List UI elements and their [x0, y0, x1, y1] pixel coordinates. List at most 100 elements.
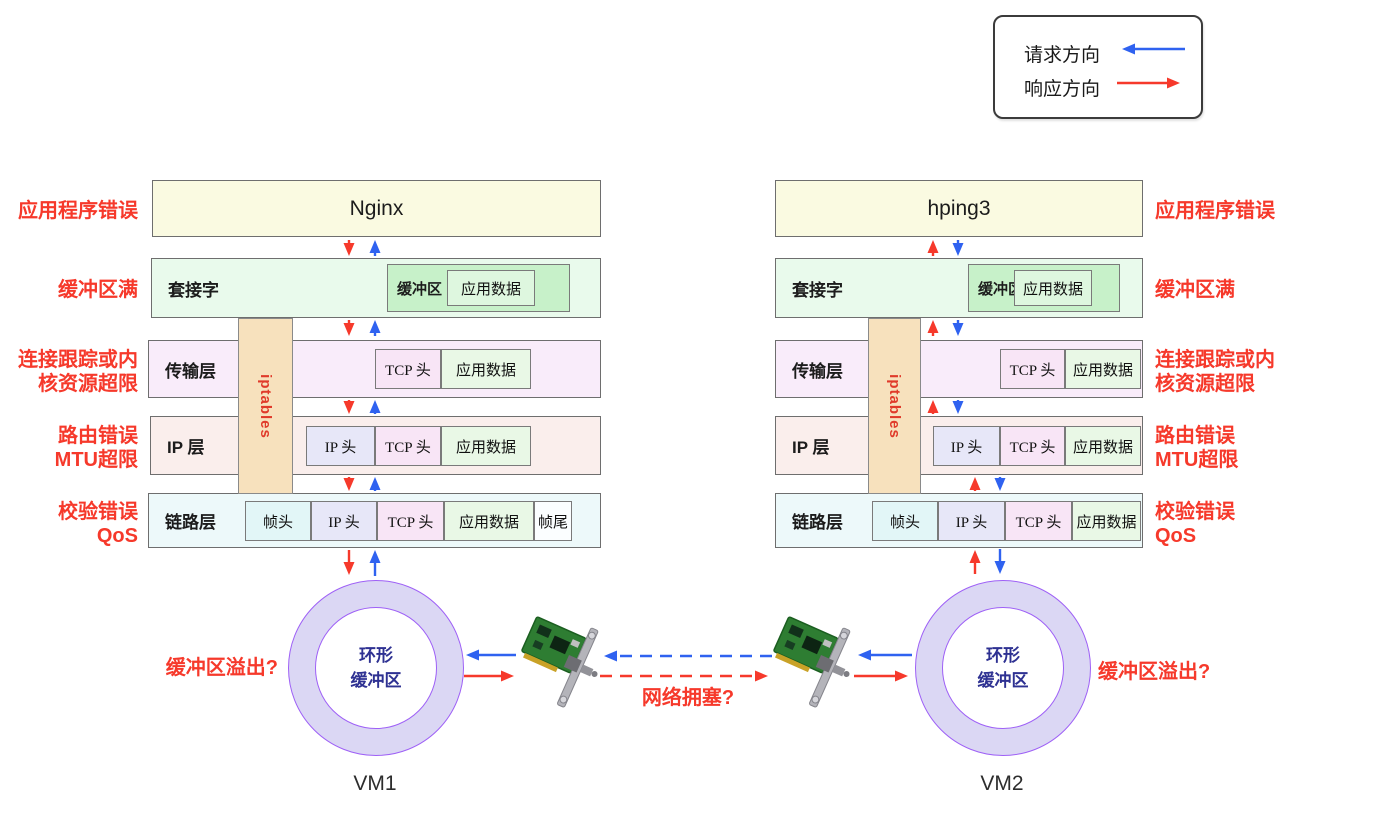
- vm1-link-label: 链路层: [165, 513, 216, 532]
- vm1-ip-appdata-seg: 应用数据: [441, 426, 531, 466]
- vm2-ip-iphdr-label: IP 头: [950, 439, 983, 456]
- vm1-note-ring-overflow: 缓冲区溢出?: [165, 657, 278, 679]
- vm1-iptables-box: iptables: [238, 318, 293, 494]
- vm1-link-frametail-label: 帧尾: [537, 514, 568, 531]
- vm2-transport-appdata-label: 应用数据: [1072, 362, 1133, 379]
- vm2-socket-appdata-seg: 应用数据: [1014, 270, 1092, 306]
- vm2-note-buffer-full: 缓冲区满: [1155, 279, 1235, 301]
- vm1-ip-appdata-label: 应用数据: [455, 439, 516, 456]
- vm2-link-iphdr-seg: IP 头: [938, 501, 1005, 541]
- vm2-link-appdata-label: 应用数据: [1076, 514, 1137, 531]
- vm2-link-tcp-seg: TCP 头: [1005, 501, 1072, 541]
- vm2-link-label: 链路层: [792, 513, 843, 532]
- vm1-link-framehdr-label: 帧头: [262, 514, 293, 531]
- vm1-iptables-label: iptables: [257, 373, 274, 439]
- vm1-link-iphdr-label: IP 头: [328, 514, 360, 531]
- vm1-nic-icon: [521, 616, 599, 708]
- vm2-link-framehdr-seg: 帧头: [872, 501, 938, 541]
- vm1-link-frametail-seg: 帧尾: [534, 501, 572, 541]
- vm2-ring-buffer: 环形 缓冲区: [915, 580, 1091, 756]
- vm1-ip-tcp-label: TCP 头: [385, 439, 431, 456]
- vm1-transport-label: 传输层: [165, 361, 216, 381]
- vm2-link-framehdr-label: 帧头: [889, 514, 920, 531]
- vm2-note-route: 路由错误 MTU超限: [1155, 424, 1238, 472]
- vm1-ip-label: IP 层: [167, 438, 205, 457]
- vm1-note-checksum: 校验错误 QoS: [58, 500, 138, 548]
- vm1-note-buffer-full: 缓冲区满: [58, 279, 138, 301]
- vm2-ip-label: IP 层: [792, 438, 830, 457]
- vm2-ip-appdata-label: 应用数据: [1072, 439, 1133, 456]
- vm2-note-route-line1: 路由错误: [1155, 425, 1235, 447]
- vm1-ip-iphdr-label: IP 头: [324, 439, 357, 456]
- vm2-note-checksum: 校验错误 QoS: [1155, 500, 1235, 548]
- vm1-socket-label: 套接字: [168, 280, 219, 300]
- vm1-note-checksum-line1: 校验错误: [58, 501, 138, 523]
- vm2-name-label: VM2: [980, 772, 1024, 795]
- vm1-ip-tcp-seg: TCP 头: [375, 426, 441, 466]
- vm1-note-route-line1: 路由错误: [58, 425, 138, 447]
- vm1-ring-label-line2: 缓冲区: [350, 671, 402, 690]
- vm1-link-appdata-seg: 应用数据: [444, 501, 534, 541]
- vm2-note-checksum-line1: 校验错误: [1155, 501, 1235, 523]
- vm2-ip-appdata-seg: 应用数据: [1065, 426, 1141, 466]
- network-congestion-label: 网络拥塞?: [641, 687, 735, 709]
- vm2-socket-label: 套接字: [792, 280, 843, 300]
- vm2-note-ring-overflow: 缓冲区溢出?: [1098, 661, 1211, 683]
- vm2-link-iphdr-label: IP 头: [955, 514, 988, 531]
- vm2-socket-appdata-label: 应用数据: [1022, 281, 1083, 298]
- vm2-iptables-label: iptables: [886, 373, 903, 439]
- vm2-transport-appdata-seg: 应用数据: [1065, 349, 1141, 389]
- vm2-note-conntrack-line1: 连接跟踪或内: [1155, 349, 1275, 371]
- vm2-ring-label-line1: 环形: [986, 646, 1020, 665]
- vm2-transport-tcp-seg: TCP 头: [1000, 349, 1065, 389]
- vm1-note-conntrack: 连接跟踪或内 核资源超限: [18, 348, 138, 396]
- legend-response-label: 响应方向: [1024, 79, 1101, 100]
- vm2-iptables-box: iptables: [868, 318, 921, 494]
- vm1-buffer-label: 缓冲区: [397, 280, 443, 298]
- vm2-ip-tcp-label: TCP 头: [1009, 439, 1056, 456]
- vm1-app-label: Nginx: [349, 196, 404, 220]
- vm2-note-checksum-line2: QoS: [1155, 525, 1197, 547]
- vm1-link-iphdr-seg: IP 头: [311, 501, 377, 541]
- vm1-note-route: 路由错误 MTU超限: [55, 424, 138, 472]
- vm1-note-route-line2: MTU超限: [54, 449, 138, 471]
- vm1-socket-appdata-label: 应用数据: [460, 281, 521, 298]
- vm1-link-framehdr-seg: 帧头: [245, 501, 311, 541]
- vm1-link-tcp-seg: TCP 头: [377, 501, 444, 541]
- vm1-note-app-error: 应用程序错误: [18, 200, 138, 222]
- vm2-buffer-label: 缓冲区: [978, 280, 1024, 298]
- vm1-transport-appdata-label: 应用数据: [455, 362, 516, 379]
- vm1-note-conntrack-line2: 核资源超限: [38, 373, 138, 395]
- vm1-ip-iphdr-seg: IP 头: [306, 426, 375, 466]
- vm1-link-appdata-label: 应用数据: [458, 514, 519, 531]
- vm2-link-tcp-label: TCP 头: [1015, 514, 1062, 531]
- vm1-transport-tcp-seg: TCP 头: [375, 349, 441, 389]
- vm1-transport-tcp-label: TCP 头: [385, 362, 431, 379]
- vm2-ring-label-line2: 缓冲区: [977, 671, 1029, 690]
- vm2-transport-label: 传输层: [792, 361, 843, 381]
- vm2-ring-buffer-hole: 环形 缓冲区: [942, 607, 1064, 729]
- vm1-note-conntrack-line1: 连接跟踪或内: [18, 349, 138, 371]
- vm1-transport-appdata-seg: 应用数据: [441, 349, 531, 389]
- vm2-app-label: hping3: [927, 196, 991, 220]
- vm1-socket-appdata-seg: 应用数据: [447, 270, 535, 306]
- vm2-ip-iphdr-seg: IP 头: [933, 426, 1000, 466]
- vm1-note-checksum-line2: QoS: [96, 525, 138, 547]
- vm2-link-appdata-seg: 应用数据: [1072, 501, 1141, 541]
- vm1-link-tcp-label: TCP 头: [387, 514, 434, 531]
- vm1-ring-label-line1: 环形: [359, 646, 393, 665]
- vm2-note-conntrack-line2: 核资源超限: [1155, 373, 1255, 395]
- vm1-app-box: Nginx: [152, 180, 601, 237]
- vm2-transport-tcp-label: TCP 头: [1009, 362, 1056, 379]
- vm2-nic-icon: [773, 616, 851, 708]
- legend-box: 请求方向 响应方向: [993, 15, 1203, 119]
- vm1-ring-buffer-hole: 环形 缓冲区: [315, 607, 437, 729]
- vm1-ring-buffer: 环形 缓冲区: [288, 580, 464, 756]
- vm1-name-label: VM1: [353, 772, 397, 795]
- vm2-note-route-line2: MTU超限: [1155, 449, 1239, 471]
- legend-request-label: 请求方向: [1024, 45, 1101, 66]
- vm2-ip-tcp-seg: TCP 头: [1000, 426, 1065, 466]
- vm2-note-app-error: 应用程序错误: [1155, 200, 1275, 222]
- vm2-note-conntrack: 连接跟踪或内 核资源超限: [1155, 348, 1275, 396]
